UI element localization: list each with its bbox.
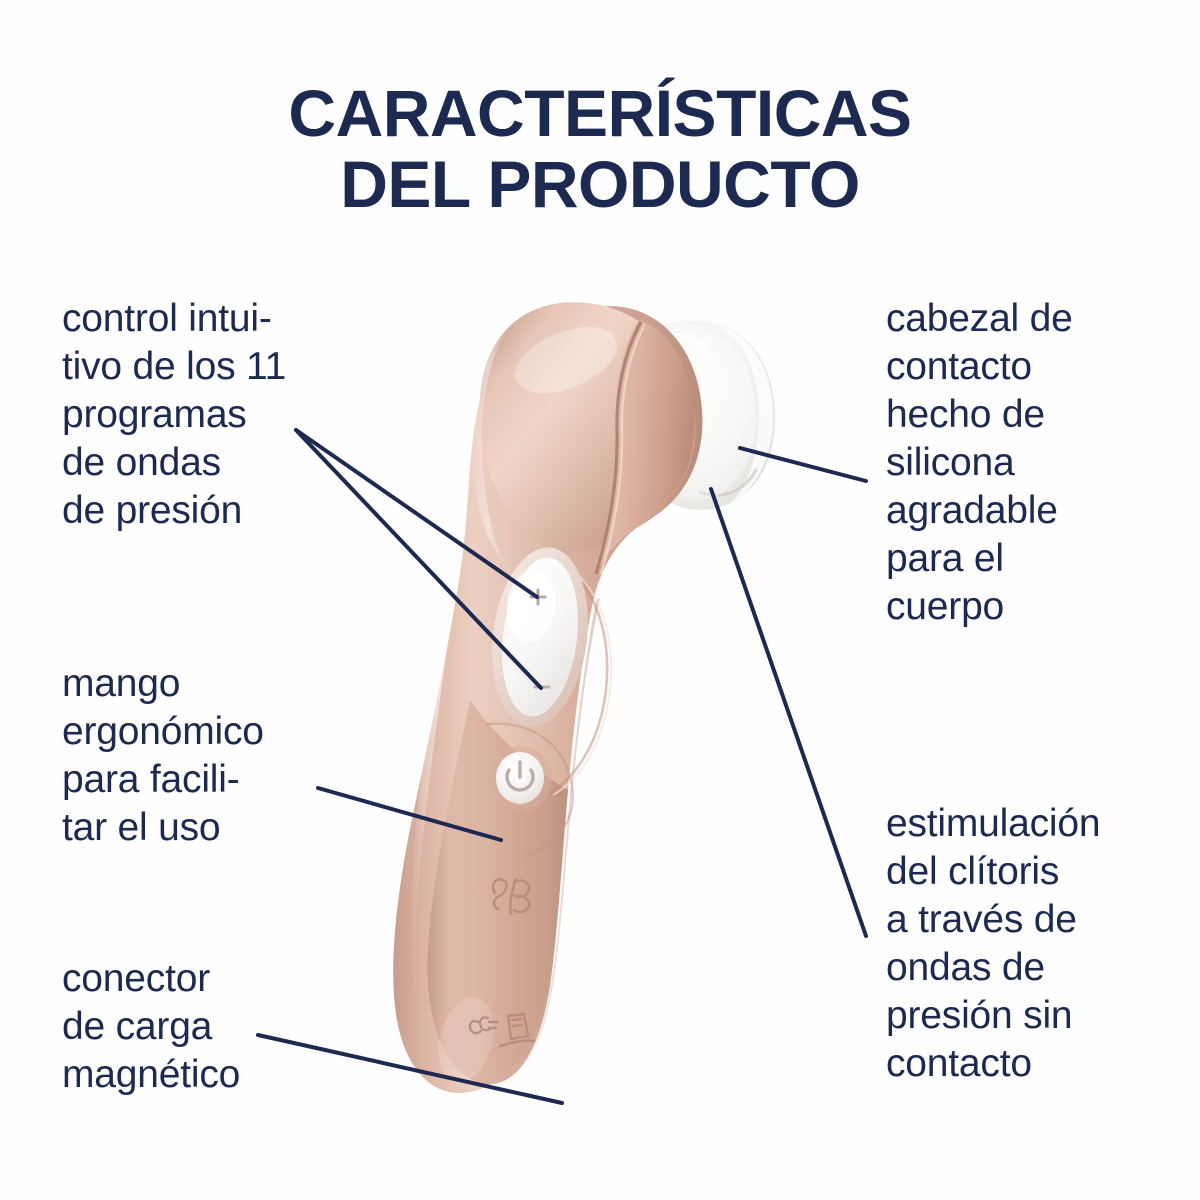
intensity-control-plate[interactable] (482, 542, 597, 732)
leader-to-plus (294, 428, 539, 599)
power-symbol-icon (505, 760, 535, 792)
brand-logo-emboss (491, 877, 531, 916)
power-button[interactable] (490, 746, 552, 812)
leader-to-connector (256, 1033, 564, 1105)
callout-handle-label: mango ergonómico para facili- tar el uso (62, 662, 264, 849)
leader-to-head (738, 446, 868, 483)
plus-button[interactable] (529, 588, 547, 606)
leader-to-stim (709, 487, 868, 938)
page-title: CARACTERÍSTICAS DEL PRODUCTO (0, 76, 1200, 222)
callout-stimulation-label: estimulación del clítoris a través de on… (886, 802, 1101, 1085)
leader-to-minus (294, 428, 543, 690)
silicone-head (632, 320, 776, 510)
title-line-2: DEL PRODUCTO (340, 147, 860, 222)
title-line-1: CARACTERÍSTICAS (288, 76, 912, 150)
regulatory-marks-emboss (468, 1012, 536, 1048)
callout-control-label: control intui- tivo de los 11 programas … (62, 297, 287, 532)
leader-to-handle (316, 786, 503, 842)
rose-gold-body (393, 302, 703, 1093)
callout-connector-label: conector de carga magnético (62, 957, 241, 1096)
callout-head-label: cabezal de contacto hecho de silicona ag… (886, 297, 1073, 628)
